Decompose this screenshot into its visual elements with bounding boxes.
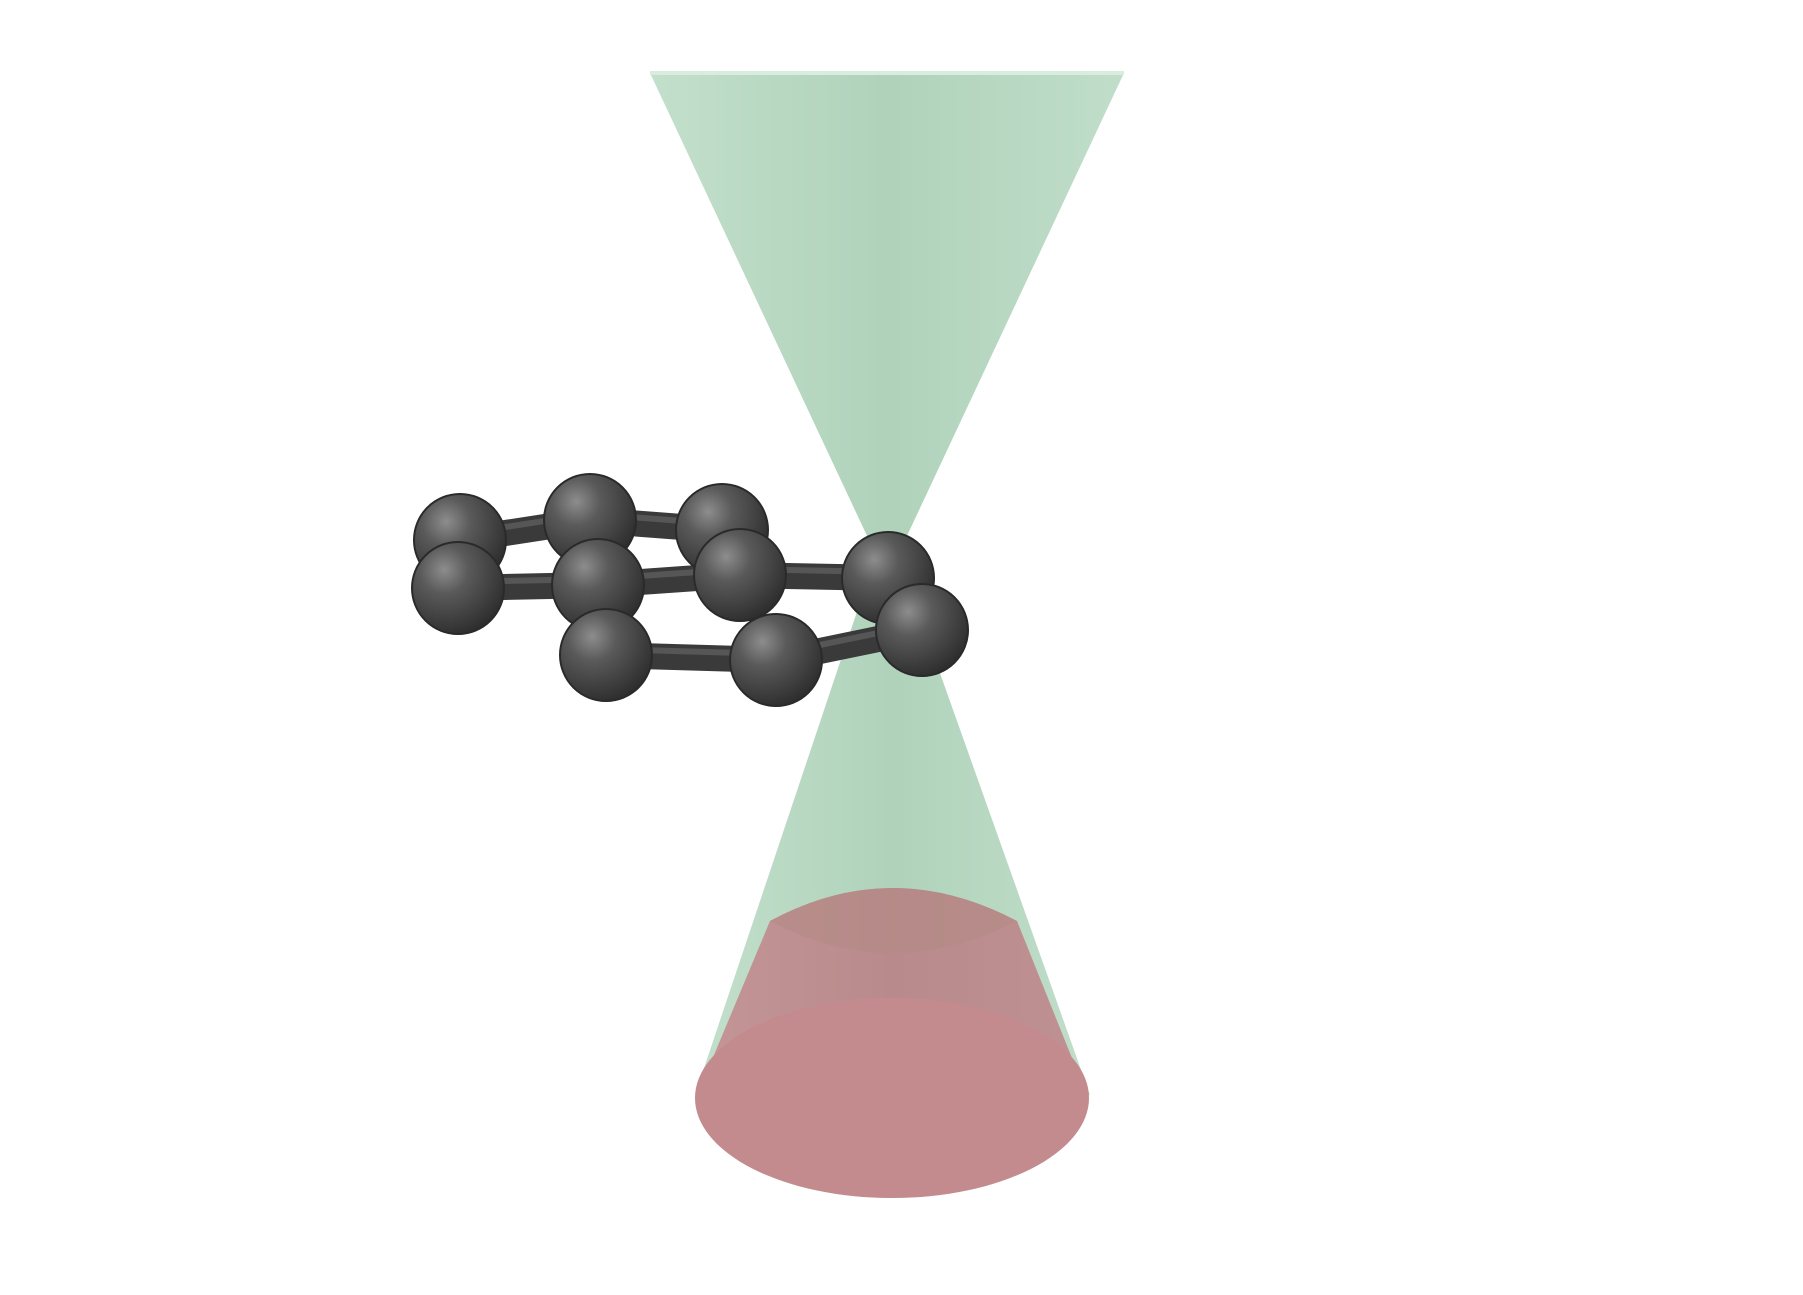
carbon-atom <box>875 583 969 677</box>
carbon-atom <box>693 528 787 622</box>
dirac-cone-upper <box>650 71 1124 555</box>
carbon-atom <box>559 608 653 702</box>
graphene-lattice <box>411 473 969 707</box>
filled-states <box>695 888 1089 1198</box>
carbon-atom <box>411 541 505 635</box>
carbon-atom <box>729 613 823 707</box>
